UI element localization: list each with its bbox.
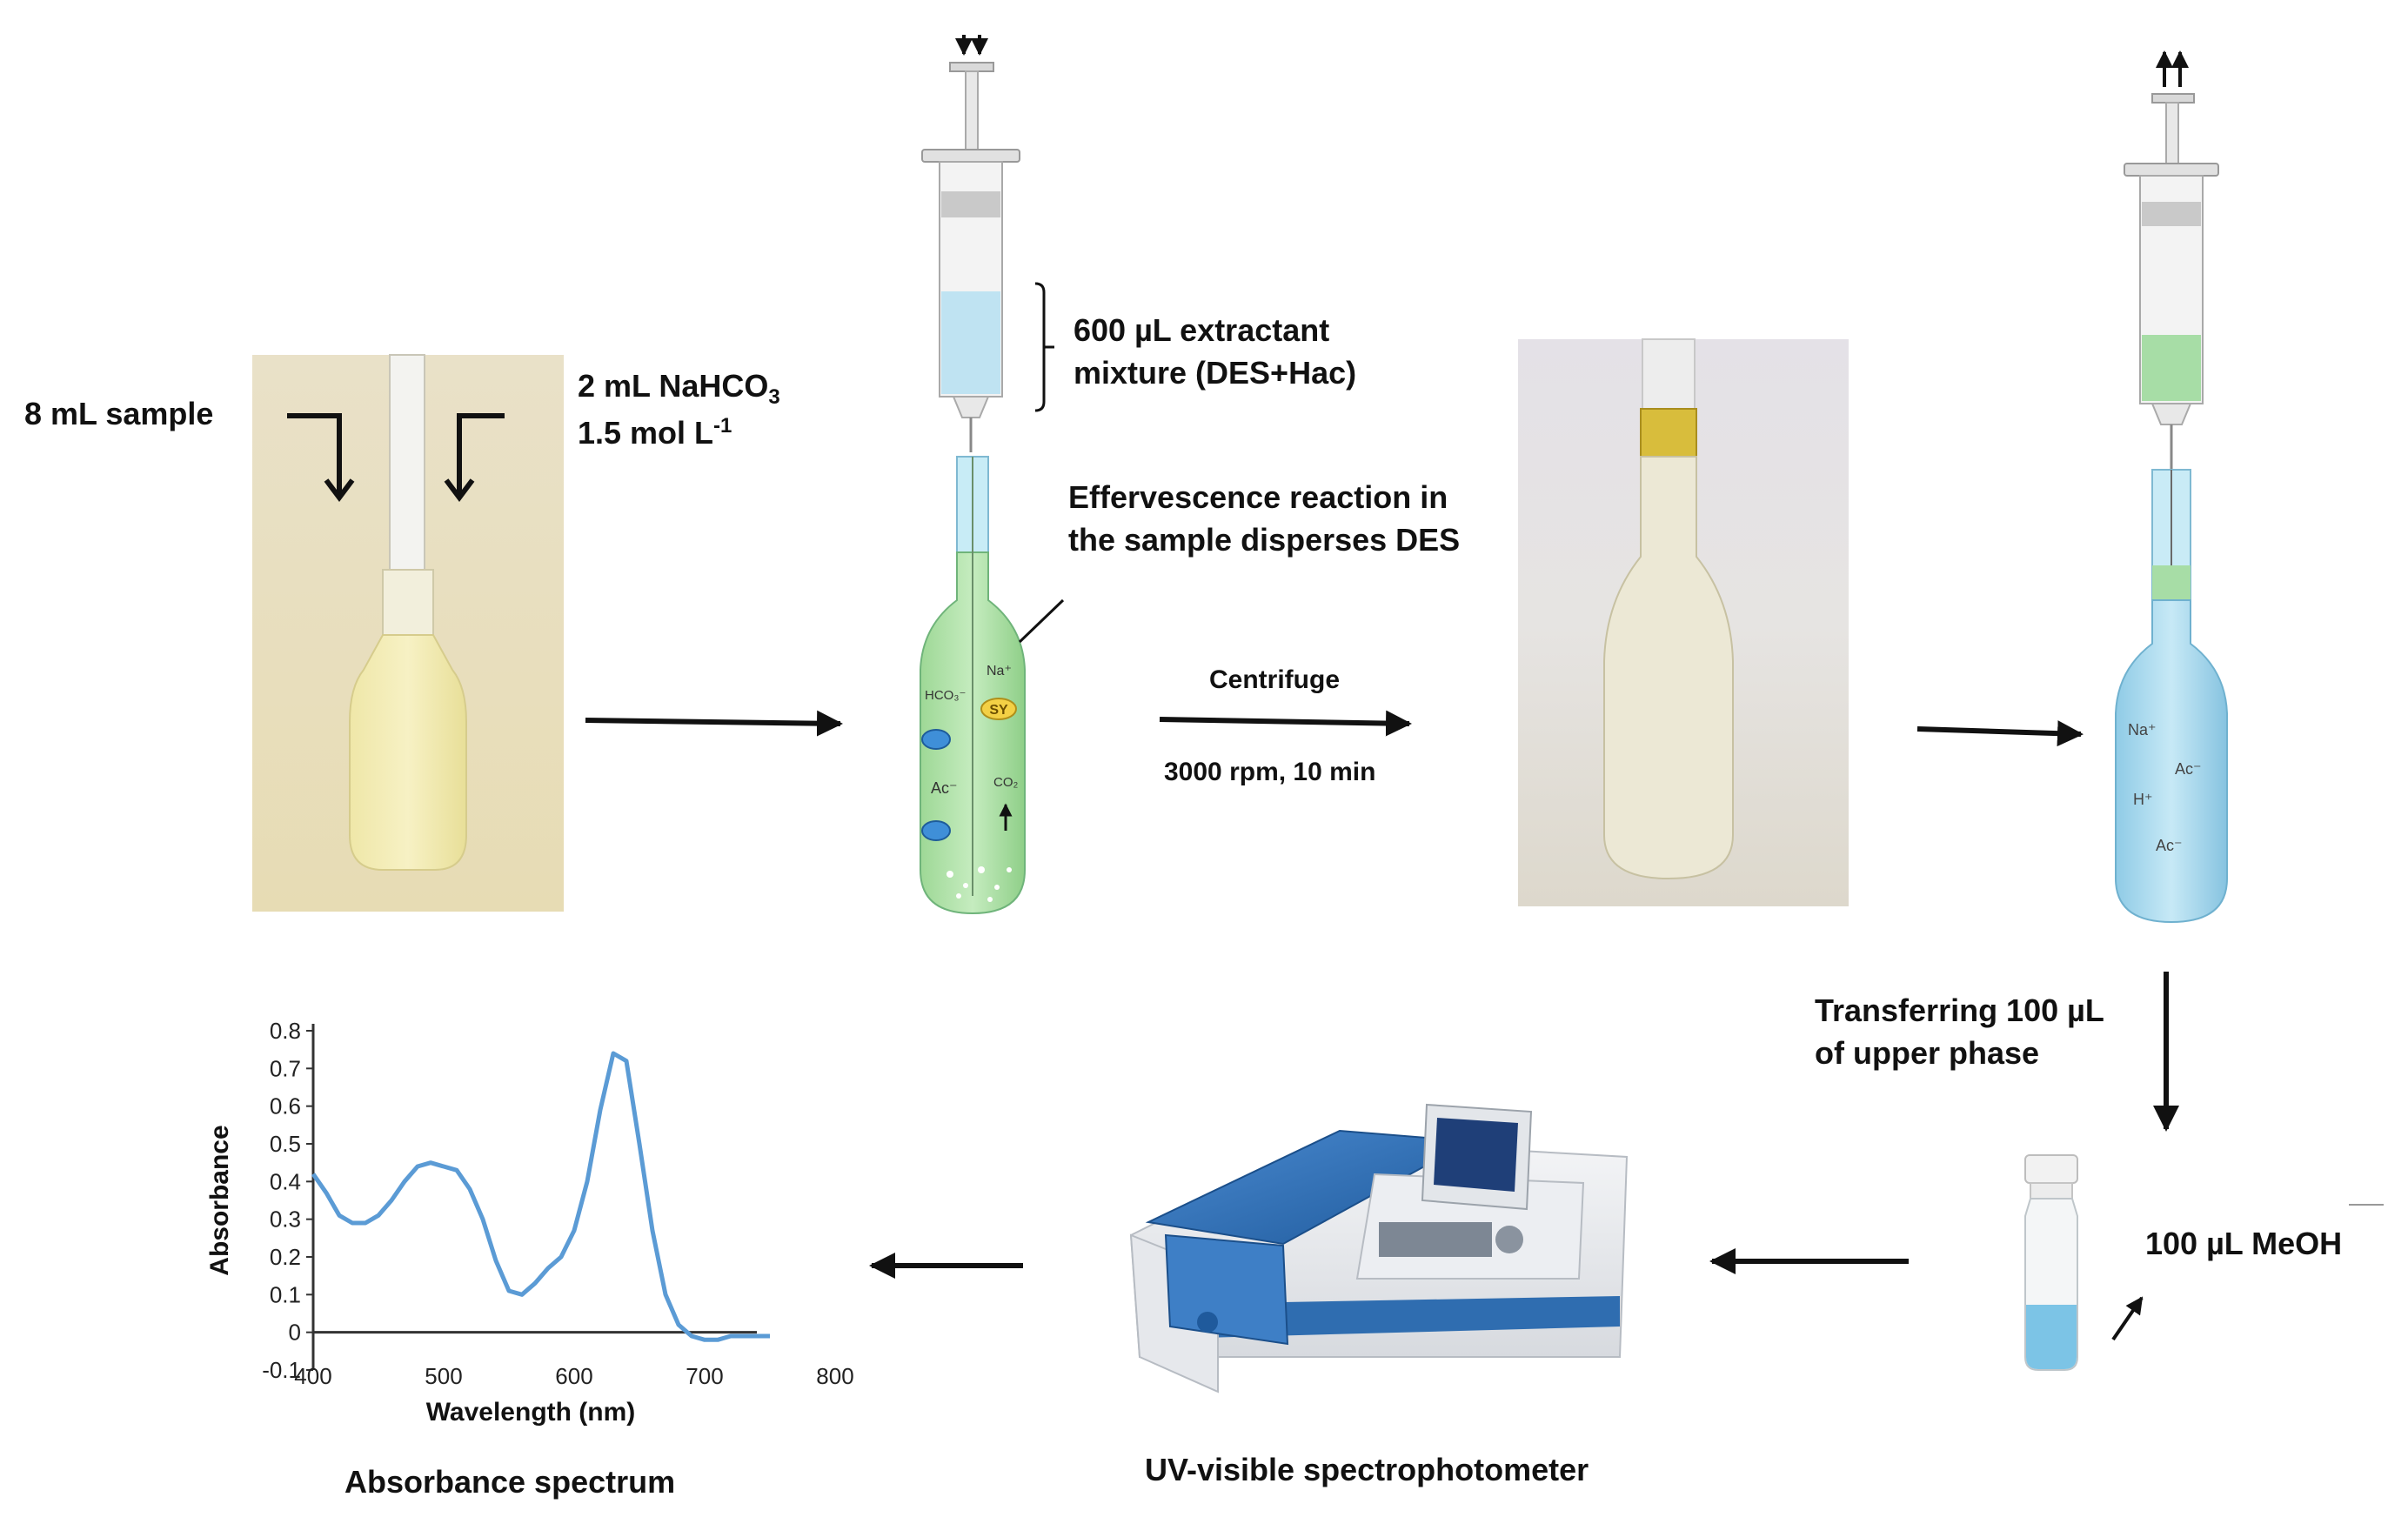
- absorbance-chart: -0.1 0 0.1 0.2 0.3 0.4 0.5 0.6 0.7 0.8 400 500 600 70…: [205, 1018, 854, 1427]
- y-tick-label: 0.4: [270, 1168, 301, 1194]
- y-axis-title: Absorbance: [205, 1125, 234, 1275]
- x-tick-label: 800: [816, 1363, 853, 1389]
- effervescence-line-1: Effervescence reaction in: [1068, 479, 1448, 515]
- y-tick-label: 0.1: [270, 1281, 301, 1307]
- spectrum-line: [311, 1051, 770, 1342]
- y-tick-label: 0.2: [270, 1244, 301, 1270]
- spectrophotometer-caption: UV-visible spectrophotometer: [1145, 1452, 1589, 1487]
- meoh-label: 100 µL MeOH: [2145, 1226, 2343, 1261]
- extractant-line-1: 600 µL extractant: [1074, 312, 1330, 348]
- y-tick-label: 0.6: [270, 1093, 301, 1119]
- centrifuge-label: Centrifuge: [1209, 665, 1340, 694]
- spectrum-caption: Absorbance spectrum: [344, 1464, 676, 1500]
- x-axis-title: Wavelength (nm): [426, 1398, 636, 1427]
- y-tick-label: 0.8: [270, 1018, 301, 1044]
- x-tick-label: 400: [294, 1363, 331, 1389]
- effervescence-line-2: the sample disperses DES: [1068, 521, 1461, 558]
- tube-label-ion-2: Ac⁻: [2175, 760, 2202, 778]
- sample-photo: [252, 354, 564, 912]
- nahco3-concentration: 1.5 mol L: [578, 414, 714, 451]
- y-tick-label: 0.5: [270, 1131, 301, 1157]
- dispersion-tube: [920, 456, 1065, 915]
- nahco3-label: 2 mL NaHCO3 1.5 mol L-1: [578, 365, 780, 454]
- sample-label: 8 mL sample: [24, 396, 214, 431]
- transfer-line-1: Transferring 100 µL: [1815, 992, 2104, 1028]
- spectrophotometer-illustration: [1129, 1103, 1629, 1393]
- nahco3-superscript: -1: [713, 413, 732, 438]
- extractant-line-2: mixture (DES+Hac): [1074, 354, 1357, 391]
- y-tick-label: 0.3: [270, 1206, 301, 1233]
- x-tick-label: 700: [686, 1363, 723, 1389]
- x-tick-label: 500: [425, 1363, 462, 1389]
- centrifuge-conditions-label: 3000 rpm, 10 min: [1164, 758, 1376, 786]
- meoh-vial: [2024, 1154, 2384, 1371]
- effervescence-label: Effervescence reaction in the sample dis…: [1068, 477, 1460, 561]
- y-tick-label: 0: [289, 1320, 301, 1346]
- tube-label-co2: CO₂: [993, 775, 1019, 790]
- tube-label-ion-1: Na⁺: [2128, 721, 2157, 738]
- tube-label-ac: Ac⁻: [931, 779, 958, 797]
- x-tick-label: 600: [555, 1363, 592, 1389]
- tube-label-ion-3: H⁺: [2133, 791, 2153, 808]
- syringe-injecting: [921, 35, 1054, 452]
- transfer-label: Transferring 100 µL of upper phase: [1815, 990, 2104, 1074]
- transfer-line-2: of upper phase: [1815, 1034, 2040, 1071]
- centrifuged-photo: [1518, 338, 1849, 906]
- extractant-label: 600 µL extractant mixture (DES+Hac): [1074, 310, 1356, 394]
- nahco3-formula: 2 mL NaHCO: [578, 368, 769, 404]
- syringe-withdrawing: [2124, 50, 2219, 557]
- flow-arrows: [585, 710, 2179, 1279]
- tube-label-na: Na⁺: [987, 664, 1012, 678]
- tube-label-ion-4: Ac⁻: [2156, 837, 2183, 854]
- y-tick-label: 0.7: [270, 1055, 301, 1081]
- tube-label-hco3: HCO₃⁻: [925, 688, 966, 703]
- nahco3-subscript: 3: [768, 385, 780, 410]
- y-tick-label: -0.1: [262, 1357, 301, 1383]
- phase-separated-tube: [2115, 469, 2228, 924]
- tube-label-sy: SY: [989, 703, 1008, 718]
